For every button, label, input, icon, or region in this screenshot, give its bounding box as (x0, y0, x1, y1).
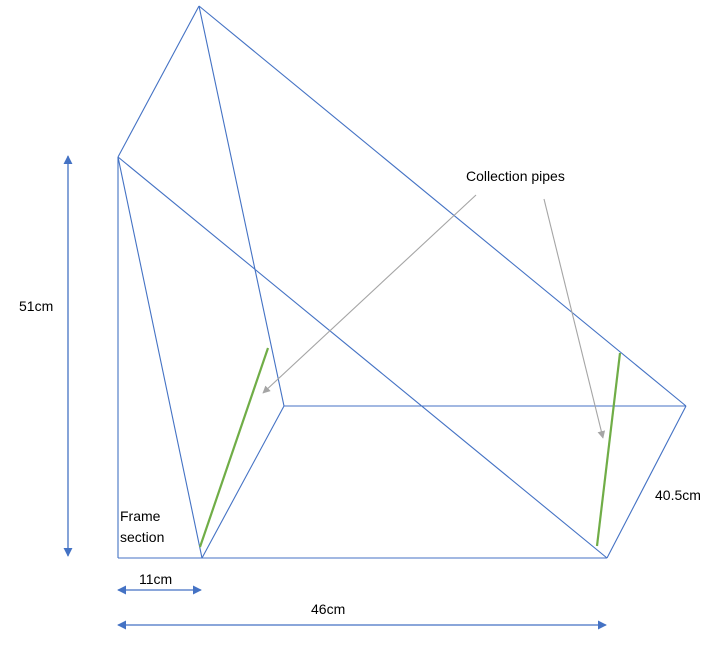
frame-edge-back-diagonal (198, 5, 285, 407)
frame-edge-front-diagonal-left (117, 156, 203, 559)
frame-edge-top-diagonal (198, 5, 687, 407)
frame-width-label: 11cm (139, 571, 172, 587)
dimension-lines (63, 155, 607, 630)
leader-arrow-right (543, 198, 606, 439)
depth-label: 40.5cm (655, 487, 701, 503)
collection-pipes-leaders (262, 194, 606, 439)
leader-arrow-left (262, 194, 477, 394)
frame-section-label-line1: Frame (120, 508, 161, 524)
collection-pipe-right (595, 352, 622, 547)
collection-pipes-label: Collection pipes (466, 168, 565, 184)
frame-edge-front-diagonal-long (117, 156, 608, 559)
frame-edges (117, 5, 687, 559)
frame-section-label-line2: section (120, 529, 164, 545)
diagram-labels: Collection pipes 51cm 40.5cm Frame secti… (19, 168, 701, 617)
frame-edge-left-depth (201, 405, 285, 559)
frame-edge-right-depth (606, 405, 687, 559)
base-width-label: 46cm (311, 601, 345, 617)
frame-edge-back-left-rise (117, 5, 200, 158)
collection-pipes (198, 347, 622, 548)
height-label: 51cm (19, 298, 53, 314)
collection-pipe-left (198, 347, 270, 548)
